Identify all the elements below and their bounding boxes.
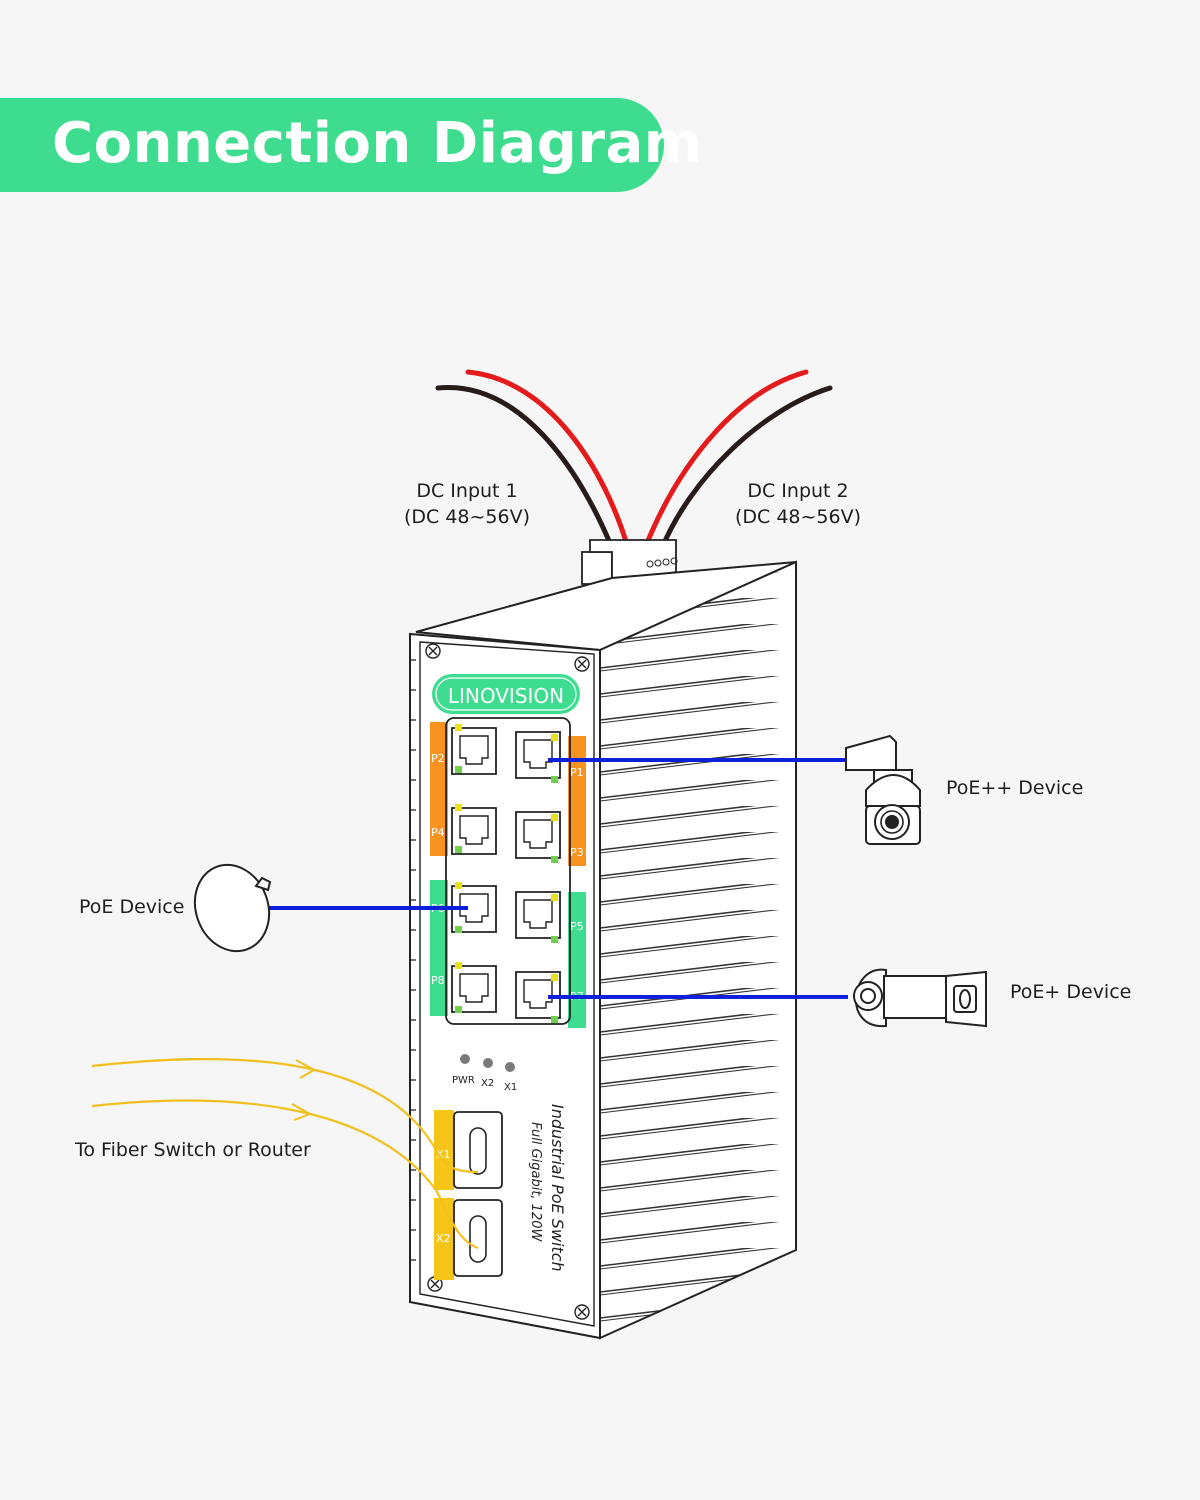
- fiber-switch-label: To Fiber Switch or Router: [75, 1139, 311, 1161]
- dc-input-1-range: (DC 48~56V): [403, 506, 531, 528]
- title-banner: Connection Diagram: [0, 98, 702, 192]
- dc-input-1-title: DC Input 1: [416, 480, 518, 502]
- page-title: Connection Diagram: [52, 111, 703, 176]
- ethernet-cables: [268, 758, 848, 999]
- status-leds: PWR X2 X1: [452, 1054, 517, 1093]
- led-label-x2: X2: [481, 1078, 494, 1089]
- port-label-p1: P1: [570, 766, 584, 779]
- dc-input-2-range: (DC 48~56V): [734, 506, 862, 528]
- sfp-label-x2: X2: [436, 1232, 451, 1245]
- fiber-cables: [91, 1057, 479, 1250]
- brand-logo: LINOVISION: [432, 674, 580, 714]
- ethernet-ports: [451, 724, 561, 1023]
- poe-plus-plus-device-label: PoE++ Device: [946, 777, 1084, 799]
- port-label-p5: P5: [570, 920, 584, 933]
- ptz-camera-icon: [845, 734, 921, 845]
- poe-device-label: PoE Device: [79, 896, 185, 918]
- port-label-p4: P4: [431, 826, 445, 839]
- port-zone-orange-left: [430, 722, 448, 856]
- sfp-ports: X1 X2: [434, 1110, 503, 1280]
- brand-name: LINOVISION: [448, 684, 564, 708]
- port-block-frame: [445, 717, 571, 1025]
- led-label-pwr: PWR: [452, 1075, 475, 1086]
- port-zone-orange-right: [568, 736, 586, 866]
- model-name: Industrial PoE Switch: [548, 1104, 567, 1272]
- poe-plus-device-label: PoE+ Device: [1010, 981, 1132, 1003]
- sfp-label-x1: X1: [436, 1148, 451, 1161]
- port-label-p2: P2: [431, 752, 445, 765]
- bullet-camera-icon: [853, 968, 987, 1028]
- power-wires: [435, 369, 833, 551]
- port-label-p8: P8: [431, 974, 445, 987]
- dc-input-2-title: DC Input 2: [747, 480, 849, 502]
- port-zone-green-right: [568, 892, 586, 1028]
- dome-camera-icon: [193, 863, 272, 953]
- port-zone-green-left: [430, 880, 448, 1016]
- dc-input-2-label: DC Input 2 (DC 48~56V): [724, 478, 872, 530]
- screw-icon: [425, 643, 590, 1320]
- model-spec: Full Gigabit, 120W: [528, 1122, 543, 1242]
- switch-heatsink-side: [599, 560, 797, 1340]
- led-label-x1: X1: [504, 1082, 517, 1093]
- port-label-p3: P3: [570, 846, 584, 859]
- dc-input-1-label: DC Input 1 (DC 48~56V): [394, 478, 540, 530]
